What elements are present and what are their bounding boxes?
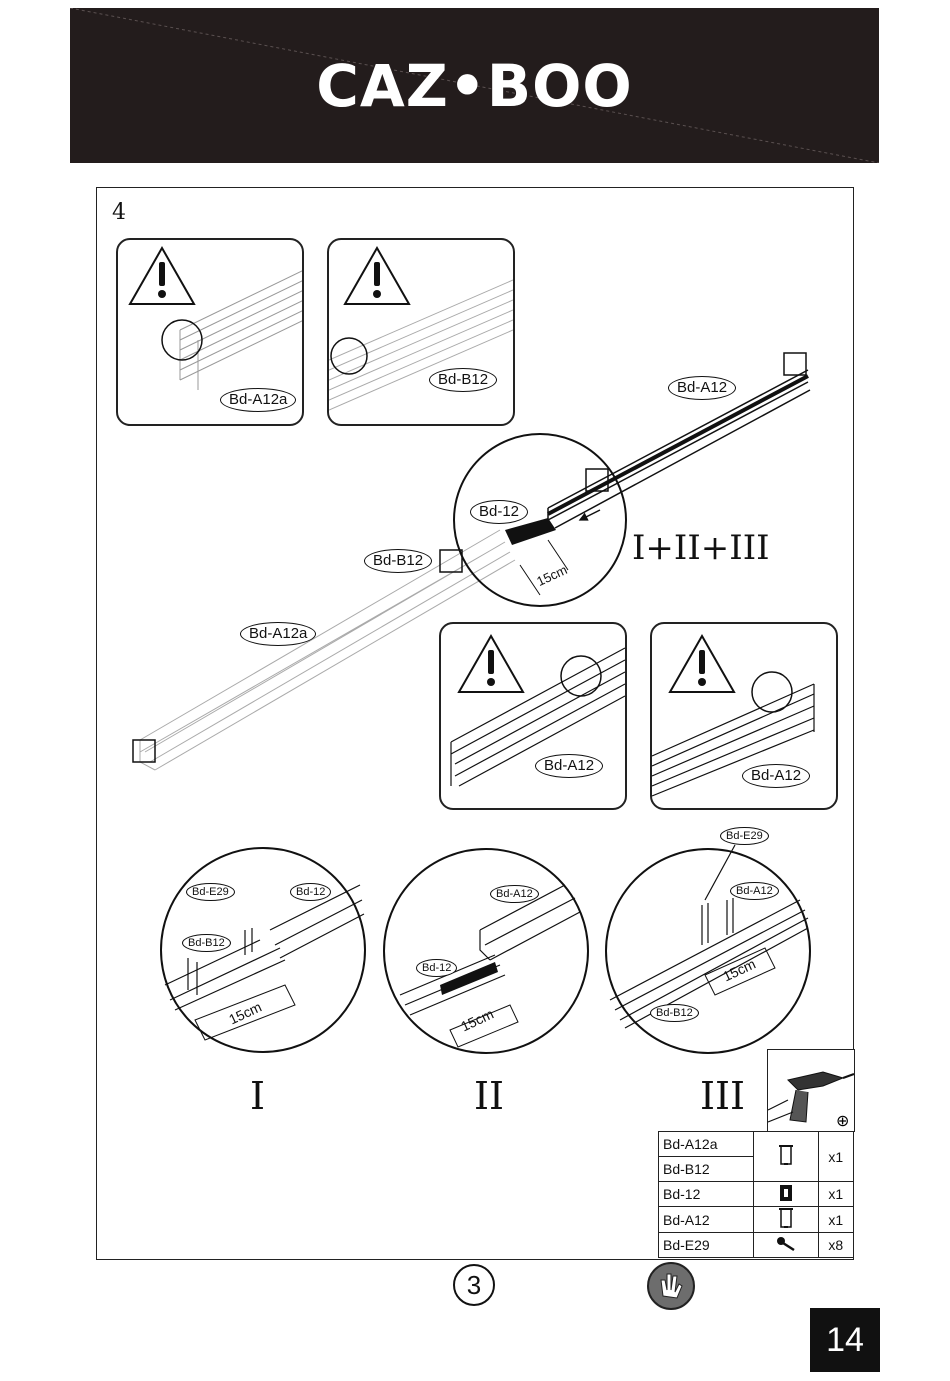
warning-panel-a12-right: Bd-A12 xyxy=(650,622,838,810)
label-combination: I+II+III xyxy=(632,528,770,568)
gloves-icon xyxy=(647,1262,695,1310)
part-qty: x1 xyxy=(818,1132,853,1182)
table-row: Bd-A12 x1 xyxy=(659,1207,854,1233)
label-main-bd-a12a: Bd-A12a xyxy=(240,622,316,646)
table-row: Bd-A12a x1 xyxy=(659,1132,854,1157)
part-qty: x1 xyxy=(818,1182,853,1207)
part-qty: x8 xyxy=(818,1233,853,1258)
drill-tool-box: ⊕ xyxy=(767,1049,855,1132)
label-main-bd-a12: Bd-A12 xyxy=(668,376,736,400)
brand-logo: CAZ•BOO xyxy=(70,56,879,116)
label-c1-bd-12: Bd-12 xyxy=(290,883,331,901)
step-number: 4 xyxy=(112,200,126,225)
roman-step-2: II xyxy=(474,1074,504,1118)
part-name: Bd-12 xyxy=(659,1182,754,1207)
screw-icon xyxy=(753,1233,818,1258)
table-row: Bd-12 x1 xyxy=(659,1182,854,1207)
part-name: Bd-A12a xyxy=(659,1132,754,1157)
drill-icon: ⊕ xyxy=(768,1050,854,1132)
label-c3-bd-a12: Bd-A12 xyxy=(730,882,779,900)
label-bd-b12: Bd-B12 xyxy=(429,368,497,392)
header-banner: CAZ•BOO xyxy=(70,8,879,163)
svg-text:⊕: ⊕ xyxy=(836,1111,849,1130)
part-name: Bd-A12 xyxy=(659,1207,754,1233)
warning-panel-a12a: Bd-A12a xyxy=(116,238,304,426)
label-main-bd-b12: Bd-B12 xyxy=(364,549,432,573)
label-c2-bd-12: Bd-12 xyxy=(416,959,457,977)
warning-panel-a12-left: Bd-A12 xyxy=(439,622,627,810)
rail-icon xyxy=(753,1132,818,1182)
persons-count-badge: 3 xyxy=(453,1264,495,1306)
rail-icon xyxy=(753,1207,818,1233)
part-name: Bd-E29 xyxy=(659,1233,754,1258)
part-qty: x1 xyxy=(818,1207,853,1233)
table-row: Bd-E29 x8 xyxy=(659,1233,854,1258)
label-c2-bd-a12: Bd-A12 xyxy=(490,885,539,903)
label-main-bd-12: Bd-12 xyxy=(470,500,528,524)
connector-icon xyxy=(753,1182,818,1207)
parts-table: Bd-A12a x1 Bd-B12 Bd-12 x1 Bd-A12 x1 Bd-… xyxy=(658,1131,854,1258)
warning-icon xyxy=(441,624,625,808)
label-c1-bd-e29: Bd-E29 xyxy=(186,883,235,901)
warning-icon xyxy=(329,240,513,424)
label-c1-bd-b12: Bd-B12 xyxy=(182,934,231,952)
label-bd-a12-right: Bd-A12 xyxy=(742,764,810,788)
label-c3-bd-b12: Bd-B12 xyxy=(650,1004,699,1022)
roman-step-3: III xyxy=(700,1074,745,1118)
warning-panel-b12: Bd-B12 xyxy=(327,238,515,426)
part-name: Bd-B12 xyxy=(659,1157,754,1182)
roman-step-1: I xyxy=(250,1074,265,1118)
label-bd-a12a: Bd-A12a xyxy=(220,388,296,412)
label-bd-a12-left: Bd-A12 xyxy=(535,754,603,778)
page-number: 14 xyxy=(810,1308,880,1372)
label-c3-bd-e29: Bd-E29 xyxy=(720,827,769,845)
